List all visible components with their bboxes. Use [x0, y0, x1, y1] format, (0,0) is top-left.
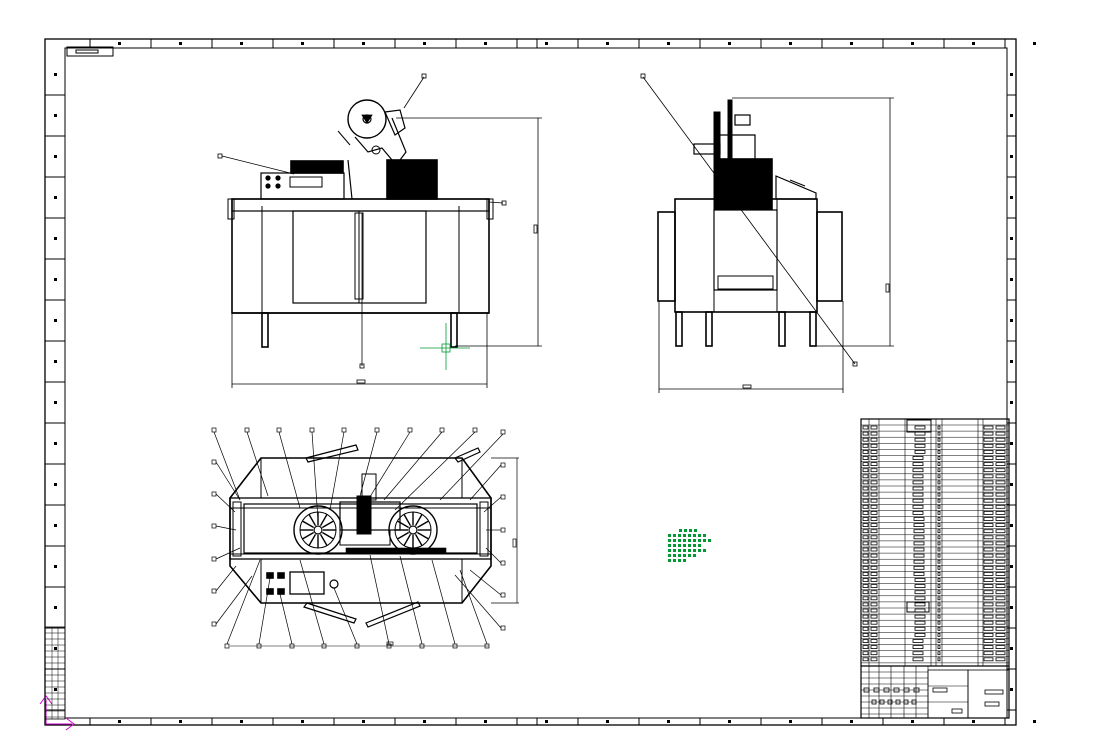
drawing-number-box [66, 46, 114, 57]
border-zone-marks [54, 42, 1036, 723]
plan-view-leaders [211, 427, 519, 649]
front-view [227, 99, 494, 348]
ucs-icon [39, 695, 75, 731]
drawing-border [44, 38, 1017, 726]
plan-view [229, 444, 492, 628]
roller-left [293, 505, 343, 555]
side-view [657, 99, 843, 347]
side-view-dimensions [640, 73, 894, 393]
border-zone-ticks [45, 39, 1016, 725]
front-view-dimensions [217, 73, 542, 388]
title-block [860, 418, 1010, 719]
revision-stamp-table [44, 626, 66, 720]
cursor-crosshair [420, 323, 470, 370]
selected-note-text [668, 529, 711, 562]
